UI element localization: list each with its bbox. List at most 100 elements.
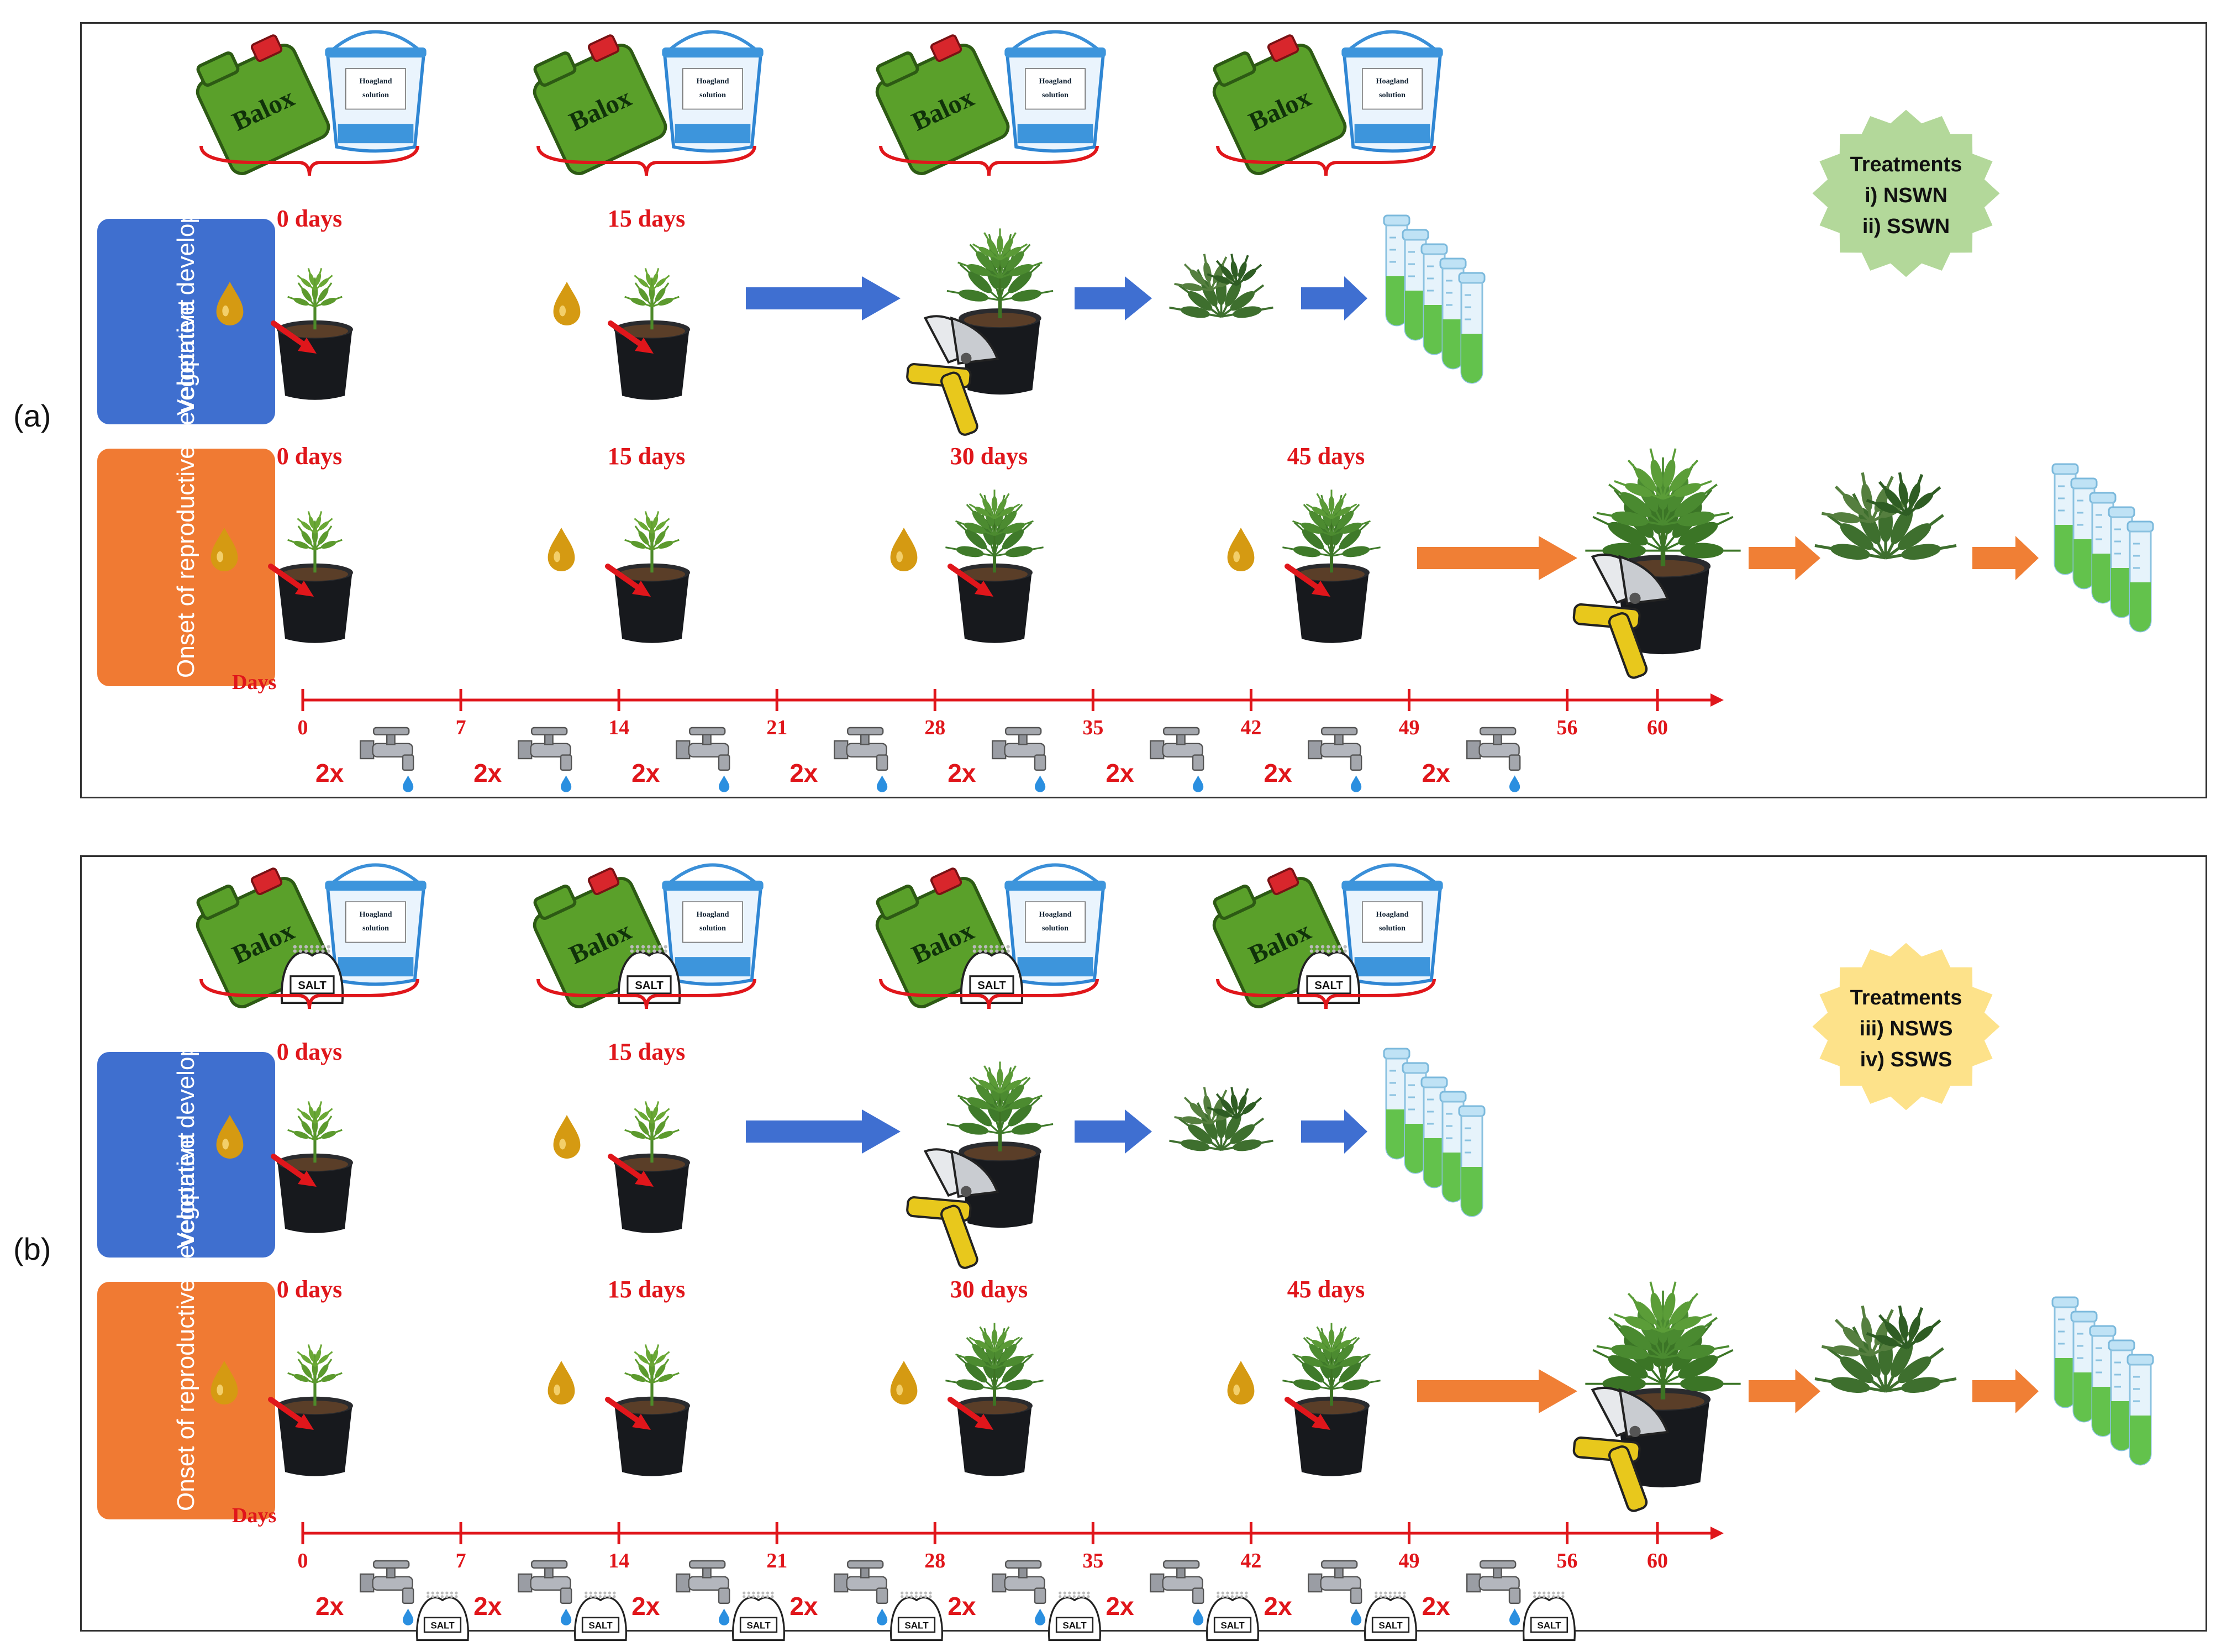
balox-canister-icon: Balox: [1212, 34, 1347, 175]
day-label: 15 days: [607, 443, 686, 470]
cut-leaves-icon: [1814, 1305, 1957, 1393]
water-tap-icon: [834, 727, 888, 792]
red-arrow-icon: [271, 320, 317, 354]
timeline-tick-label: 49: [1398, 716, 1420, 739]
svg-text:SALT: SALT: [905, 1620, 929, 1630]
bracket-brace: [879, 145, 1099, 176]
day-label: 30 days: [950, 443, 1028, 470]
bracket-brace: [1216, 145, 1436, 176]
orange-arrow: [1972, 1369, 2039, 1413]
svg-text:SALT: SALT: [588, 1620, 613, 1630]
blue-arrow: [1301, 1109, 1367, 1154]
bracket-brace: [536, 978, 756, 1009]
treatments-title: Treatments: [1850, 153, 1962, 176]
salt-bag-icon: SALT: [1364, 1591, 1418, 1642]
day-label: 15 days: [607, 205, 686, 232]
red-arrow-icon: [268, 1397, 314, 1430]
timeline-axis: [301, 689, 1724, 711]
blue-arrow: [746, 1109, 901, 1154]
timeline-axis-label: Days: [232, 671, 277, 694]
irrigation-frequency: 2x: [473, 759, 502, 787]
irrigation-frequency: 2x: [789, 759, 818, 787]
timeline-tick-label: 60: [1647, 1549, 1668, 1572]
water-tap-icon: [992, 727, 1046, 792]
svg-text:solution: solution: [699, 924, 726, 933]
timeline-tick-label: 35: [1082, 1549, 1104, 1572]
blue-arrow: [1075, 1109, 1152, 1154]
day-label: 15 days: [607, 1038, 686, 1065]
timeline-tick-label: 56: [1556, 716, 1578, 739]
water-tap-icon: [360, 1560, 414, 1625]
water-tap-icon: [676, 727, 730, 792]
potted-plant-icon: [614, 511, 690, 643]
irrigation-frequency: 2x: [789, 1592, 818, 1621]
test-tubes-icon: [2051, 463, 2154, 633]
oil-drop-icon: [210, 1361, 238, 1405]
svg-text:SALT: SALT: [1537, 1620, 1561, 1630]
potted-plant-icon: [614, 268, 690, 400]
treatment-code: i) NSWN: [1865, 184, 1947, 207]
salt-bag-icon: SALT: [416, 1591, 470, 1642]
oil-drop-icon: [216, 1115, 244, 1159]
orange-arrow: [1417, 536, 1577, 580]
vegetative-stage-box: Vegetative development: [97, 989, 275, 1258]
water-tap-icon: [676, 1560, 730, 1625]
red-arrow-icon: [268, 564, 314, 597]
irrigation-frequency: 2x: [1264, 759, 1292, 787]
potted-plant-icon: [277, 1344, 353, 1476]
svg-text:solution: solution: [1042, 924, 1068, 933]
day-label: 0 days: [276, 1276, 343, 1303]
svg-text:SALT: SALT: [298, 980, 327, 992]
treatment-code: ii) SSWN: [1862, 215, 1950, 238]
svg-text:Hoagland: Hoagland: [1376, 910, 1408, 919]
treatments-label: Treatments i) NSWN ii) SSWN: [1807, 149, 2006, 242]
irrigation-frequency: 2x: [315, 1592, 344, 1621]
bracket-brace: [1216, 978, 1436, 1009]
hoagland-bucket-icon: Hoagland solution: [662, 863, 764, 986]
treatments-badge: [1812, 109, 2000, 277]
bracket-brace: [199, 978, 419, 1009]
oil-drop-icon: [890, 528, 918, 572]
svg-text:Hoagland: Hoagland: [696, 910, 729, 919]
oil-drop-icon: [216, 282, 244, 326]
water-tap-icon: [1466, 727, 1520, 792]
oil-drop-icon: [210, 528, 238, 572]
svg-text:SALT: SALT: [747, 1620, 771, 1630]
treatments-title: Treatments: [1850, 986, 1962, 1009]
salt-bag-icon: SALT: [890, 1591, 944, 1642]
timeline-tick-label: 0: [297, 716, 308, 739]
oil-drop-icon: [1227, 1361, 1255, 1405]
timeline-tick-label: 21: [766, 716, 788, 739]
oil-drop-icon: [553, 1115, 581, 1159]
timeline-tick-label: 42: [1240, 1549, 1262, 1572]
irrigation-frequency: 2x: [1422, 759, 1450, 787]
pruning-shears-icon: [906, 1148, 999, 1269]
reproductive-stage-label: Onset of reproductive development: [172, 1133, 199, 1511]
svg-text:Hoagland: Hoagland: [359, 910, 392, 919]
blue-arrow: [1301, 276, 1367, 320]
vegetative-stage-box: Vegetative development: [97, 156, 275, 424]
svg-text:Hoagland: Hoagland: [1376, 77, 1408, 86]
reproductive-stage-label: Onset of reproductive development: [172, 299, 199, 678]
timeline-tick-label: 0: [297, 1549, 308, 1572]
pruning-shears-icon: [1572, 1386, 1670, 1512]
potted-plant-icon: [277, 268, 353, 400]
svg-text:SALT: SALT: [430, 1620, 455, 1630]
red-arrow-icon: [271, 1154, 317, 1187]
timeline-tick-label: 35: [1082, 716, 1104, 739]
red-arrow-icon: [605, 1397, 651, 1430]
water-tap-icon: [1308, 727, 1362, 792]
oil-drop-icon: [553, 282, 581, 326]
orange-arrow: [1972, 536, 2039, 580]
salt-bag-icon: SALT: [1206, 1591, 1260, 1642]
oil-drop-icon: [890, 1361, 918, 1405]
salt-bag-icon: SALT: [574, 1591, 628, 1642]
red-arrow-icon: [948, 1397, 993, 1430]
salt-bag-icon: SALT: [1522, 1591, 1576, 1642]
oil-drop-icon: [548, 528, 575, 572]
